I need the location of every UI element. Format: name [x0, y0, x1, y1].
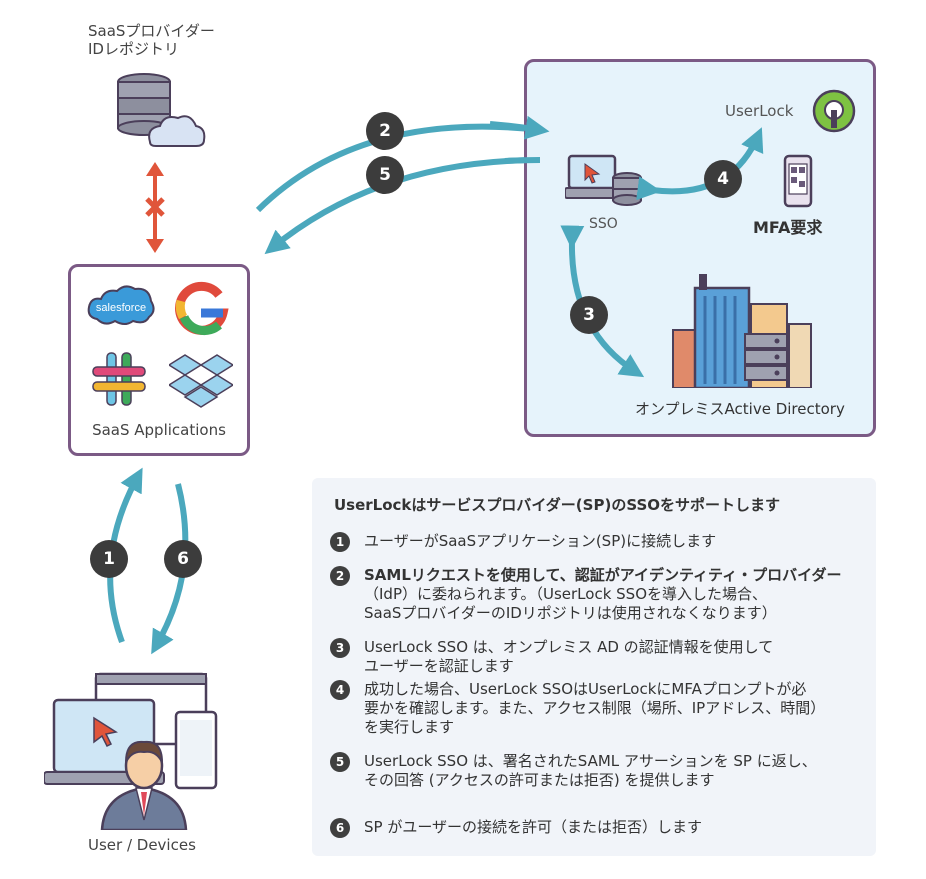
buildings-icon [672, 274, 812, 388]
user-devices-icon [44, 672, 218, 830]
ad-label: オンプレミスActive Directory [635, 400, 845, 418]
flow-number-6: 6 [164, 540, 202, 578]
step-1-line-1: ユーザーがSaaSアプリケーション(SP)に接続します [364, 532, 717, 550]
step-text-1: ユーザーがSaaSアプリケーション(SP)に接続します [364, 532, 716, 551]
step-5-line-2: その回答 (アクセスの許可または拒否) を提供します [364, 771, 715, 789]
blocked-arrow-icon [145, 162, 165, 253]
steps-title: UserLockはサービスプロバイダー(SP)のSSOをサポートします [334, 496, 781, 514]
mfa-label: MFA要求 [753, 218, 823, 237]
step-3-line-1: UserLock SSO は、オンプレミス AD の認証情報を使用して [364, 638, 774, 656]
dropbox-icon [169, 354, 233, 408]
flow-number-1: 1 [90, 540, 128, 578]
database-cloud-icon [117, 73, 206, 147]
steps-panel: UserLockはサービスプロバイダー(SP)のSSOをサポートします [312, 478, 876, 856]
salesforce-icon: salesforce [87, 285, 155, 325]
repo-title-line2: IDレポジトリ [88, 40, 179, 58]
step-text-3: UserLock SSO は、オンプレミス AD の認証情報を使用して ユーザー… [364, 638, 773, 676]
step-4-line-3: を実行します [364, 718, 455, 736]
step-6-line-1: SP がユーザーの接続を許可（または拒否）します [364, 818, 703, 836]
laptop-database-icon [565, 154, 642, 206]
step-2-line-1: SAMLリクエストを使用して、認証がアイデンティティ・プロバイダー [364, 566, 842, 584]
step-badge-3: 3 [330, 638, 350, 658]
repo-title: SaaSプロバイダー IDレポジトリ [88, 22, 215, 58]
step-badge-2: 2 [330, 566, 350, 586]
step-badge-5: 5 [330, 752, 350, 772]
slack-icon [92, 352, 146, 406]
user-devices-label: User / Devices [88, 836, 196, 854]
svg-text:salesforce: salesforce [96, 302, 146, 314]
flow-number-4: 4 [704, 160, 742, 198]
saas-apps-box: salesforce SaaS Applications [68, 264, 250, 456]
step-text-4: 成功した場合、UserLock SSOはUserLockにMFAプロンプトが必 … [364, 680, 825, 737]
step-4-line-1: 成功した場合、UserLock SSOはUserLockにMFAプロンプトが必 [364, 680, 807, 698]
step-text-5: UserLock SSO は、署名されたSAML アサーションを SP に返し、… [364, 752, 817, 790]
step-4-line-2: 要かを確認します。また、アクセス制限（場所、IPアドレス、時間） [364, 699, 826, 717]
step-text-6: SP がユーザーの接続を許可（または拒否）します [364, 818, 702, 837]
step-5-line-1: UserLock SSO は、署名されたSAML アサーションを SP に返し、 [364, 752, 817, 770]
step-text-2: SAMLリクエストを使用して、認証がアイデンティティ・プロバイダー （IdP）に… [364, 566, 842, 623]
repo-title-line1: SaaSプロバイダー [88, 22, 215, 40]
step-badge-4: 4 [330, 680, 350, 700]
saas-apps-label: SaaS Applications [92, 421, 226, 439]
step-badge-6: 6 [330, 818, 350, 838]
step-2-line-3: SaaSプロバイダーのIDリポジトリは使用されなくなります） [364, 604, 777, 622]
flow-number-5: 5 [366, 156, 404, 194]
flow-number-2: 2 [366, 112, 404, 150]
userlock-label: UserLock [725, 102, 794, 120]
step-3-line-2: ユーザーを認証します [364, 657, 514, 675]
flow-number-3: 3 [570, 296, 608, 334]
phone-mfa-icon [783, 154, 813, 208]
step-2-line-2: （IdP）に委ねられます。（UserLock SSOを導入した場合、 [364, 585, 768, 603]
step-badge-1: 1 [330, 532, 350, 552]
userlock-logo-icon [812, 89, 856, 133]
google-icon [175, 281, 229, 336]
